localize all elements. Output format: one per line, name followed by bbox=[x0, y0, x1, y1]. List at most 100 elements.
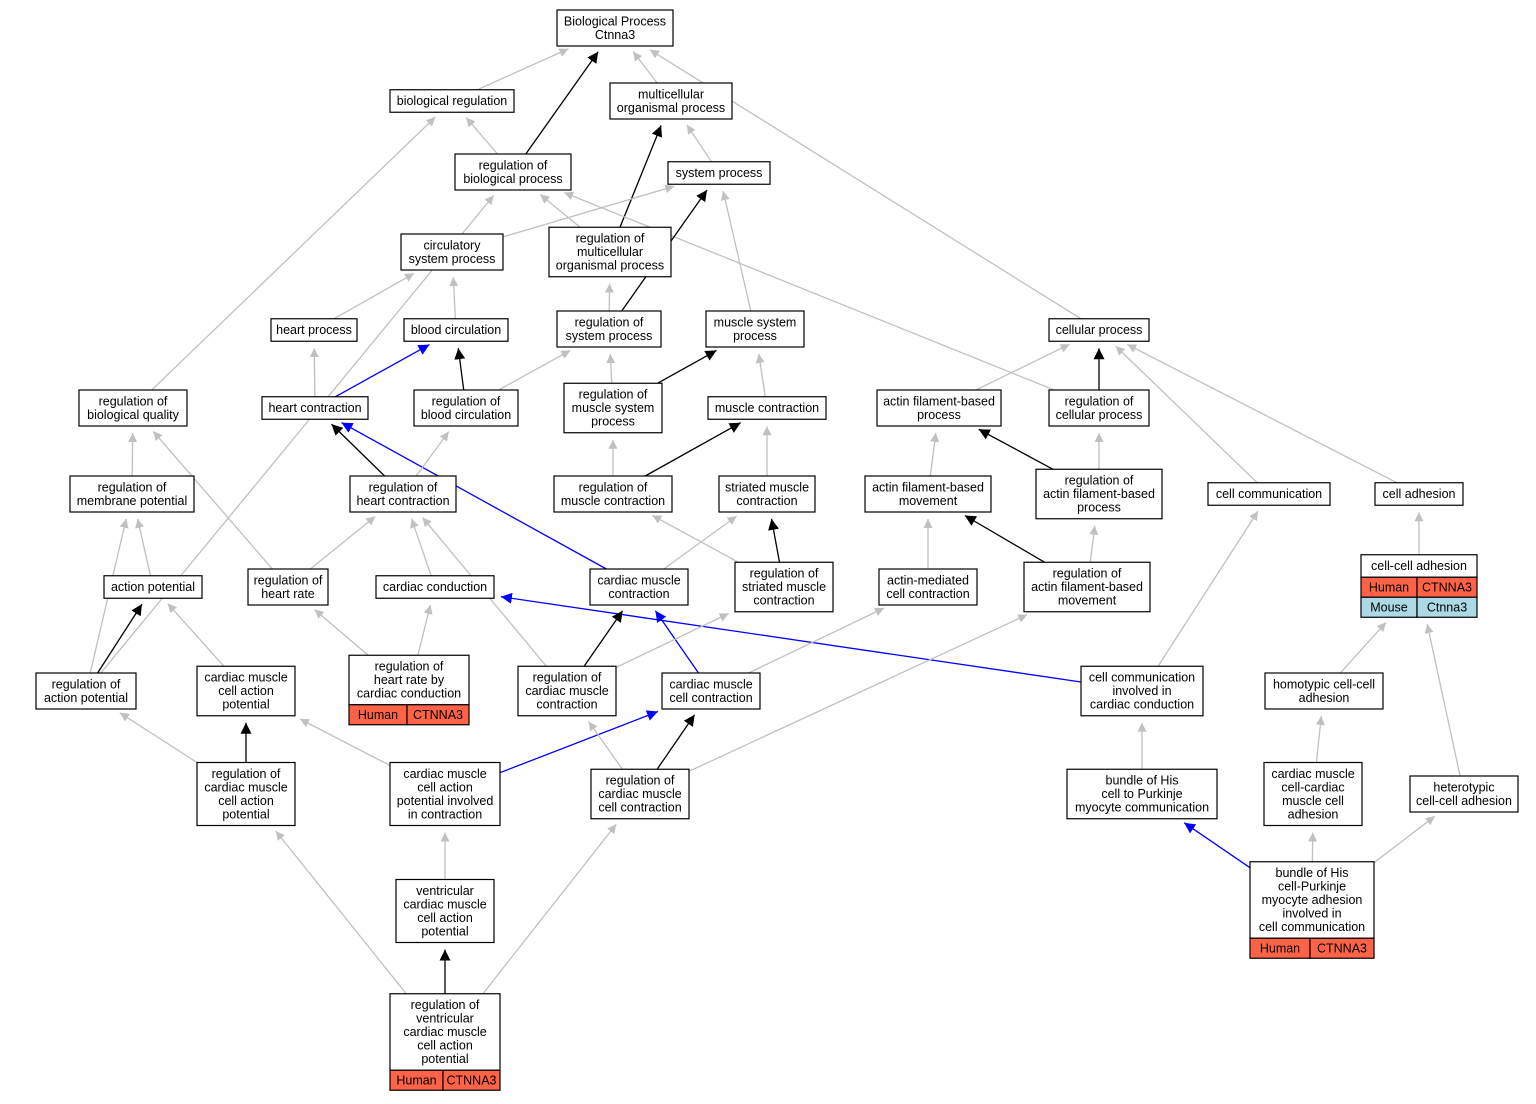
node-label-line: muscle cell bbox=[1282, 794, 1344, 808]
species-label: Human bbox=[358, 708, 398, 722]
node-label-line: involved in bbox=[1282, 907, 1341, 921]
edge-regulates bbox=[341, 422, 607, 570]
node-box bbox=[864, 475, 992, 513]
edge-regulates bbox=[500, 592, 1082, 683]
edge-is-a bbox=[688, 614, 1028, 772]
edge-is-a bbox=[1126, 343, 1398, 484]
node-box bbox=[1374, 482, 1464, 506]
node-box bbox=[1066, 768, 1218, 820]
node-label-line: myocyte communication bbox=[1075, 801, 1209, 815]
edge-is-a bbox=[119, 712, 198, 764]
go-term-node[interactable]: cell communication bbox=[1207, 482, 1331, 506]
edge-is-a bbox=[588, 721, 624, 770]
node-label-line: contraction bbox=[753, 594, 814, 608]
node-label-line: heart process bbox=[276, 323, 352, 337]
node-box bbox=[261, 396, 369, 420]
edge-part-of bbox=[657, 349, 717, 384]
node-label-line: actin filament-based bbox=[1043, 487, 1155, 501]
node-label-line: cardiac muscle bbox=[204, 780, 287, 794]
go-term-node[interactable]: cellular process bbox=[1048, 318, 1150, 342]
edge-is-a bbox=[929, 432, 940, 477]
node-box bbox=[705, 310, 805, 348]
go-term-node[interactable]: muscle contraction bbox=[707, 396, 827, 420]
node-label-line: cardiac conduction bbox=[383, 580, 487, 594]
go-term-node[interactable]: heart process bbox=[270, 318, 358, 342]
node-label-line: biological process bbox=[463, 172, 562, 186]
go-term-node[interactable]: cell adhesion bbox=[1374, 482, 1464, 506]
node-label-line: potential involved bbox=[397, 794, 494, 808]
node-box bbox=[1207, 482, 1331, 506]
go-term-node[interactable]: biological regulation bbox=[389, 89, 515, 113]
edge-part-of bbox=[454, 348, 466, 391]
node-label-line: cell action bbox=[417, 911, 473, 925]
go-term-node[interactable]: cardiac conduction bbox=[375, 575, 495, 599]
node-label-line: cardiac muscle bbox=[525, 684, 608, 698]
go-term-node[interactable]: blood circulation bbox=[403, 318, 509, 342]
go-term-node[interactable]: system process bbox=[667, 161, 771, 185]
node-label-line: regulation of bbox=[606, 774, 675, 788]
node-label-line: Ctnna3 bbox=[595, 28, 635, 42]
node-label-line: heart rate by bbox=[374, 673, 445, 687]
node-label-line: cell action bbox=[218, 684, 274, 698]
edge-is-a bbox=[151, 116, 436, 391]
node-box bbox=[1035, 468, 1163, 520]
node-box bbox=[103, 575, 203, 599]
edge-is-a bbox=[755, 353, 766, 397]
edge-is-a bbox=[314, 609, 369, 656]
node-label-line: regulation of bbox=[254, 573, 323, 587]
edge-is-a bbox=[1339, 621, 1387, 674]
node-box bbox=[563, 382, 663, 434]
go-term-node[interactable]: heart contraction bbox=[261, 396, 369, 420]
node-box bbox=[718, 475, 816, 513]
node-box bbox=[589, 568, 689, 606]
node-label-line: cardiac conduction bbox=[357, 687, 461, 701]
edge-is-a bbox=[309, 515, 376, 570]
node-label-line: regulation of bbox=[432, 394, 501, 408]
go-term-node[interactable]: action potential bbox=[103, 575, 203, 599]
